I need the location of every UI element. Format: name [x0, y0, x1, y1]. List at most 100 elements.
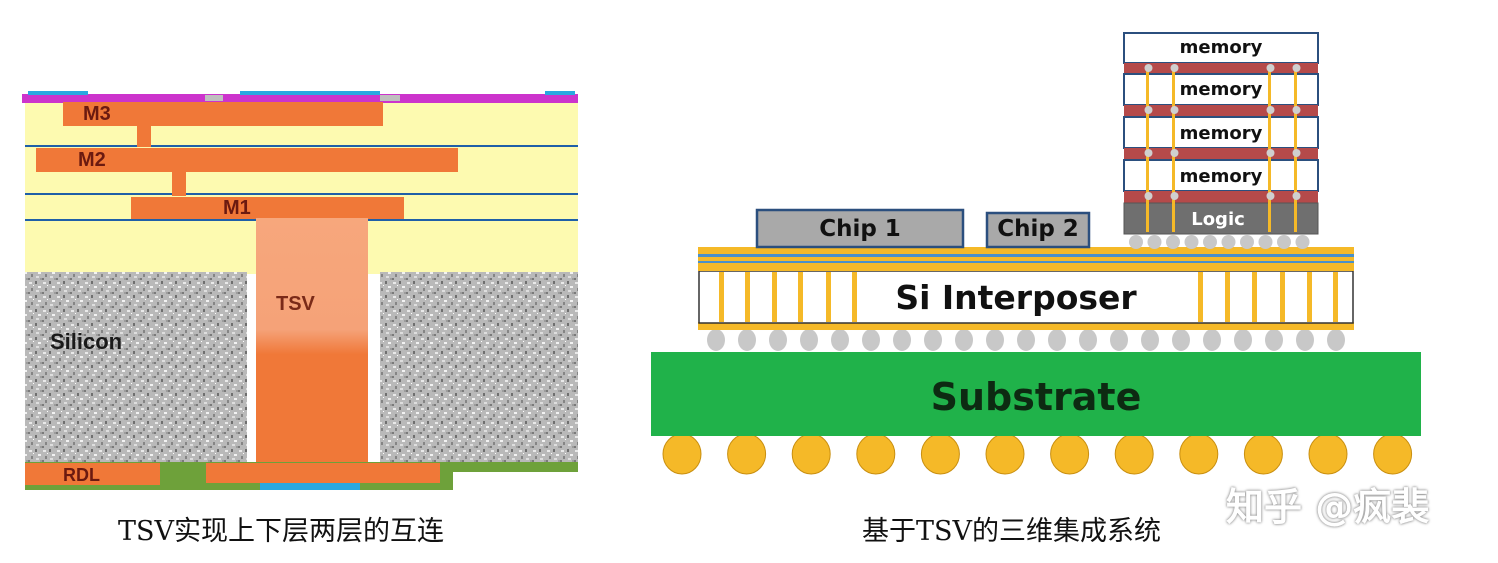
c4-bump — [955, 329, 973, 351]
c4-bump — [1234, 329, 1252, 351]
si-interposer-label: Si Interposer — [895, 278, 1137, 317]
solder-ball — [1114, 433, 1154, 475]
hbm-microbump — [1266, 64, 1275, 72]
via-m3-m2 — [137, 125, 151, 147]
interposer-top-gold3 — [698, 263, 1354, 271]
interposer-top-rdl — [698, 247, 1354, 254]
c4-bump — [831, 329, 849, 351]
c4-bump — [1141, 329, 1159, 351]
c4-bump — [738, 329, 756, 351]
hbm-microbump — [1144, 64, 1153, 72]
interposer-top-blue2 — [698, 261, 1354, 263]
c4-bump — [1017, 329, 1035, 351]
tsv-label: TSV — [276, 293, 316, 315]
hbm-microbump — [1292, 192, 1301, 200]
logic-label: Logic — [1191, 209, 1245, 230]
underfill-layer — [1124, 63, 1318, 74]
hbm-microbump — [1144, 192, 1153, 200]
hbm-microbump — [1144, 106, 1153, 114]
memory-die-3 — [1123, 116, 1319, 149]
hbm-microbump — [1170, 192, 1179, 200]
substrate-label: Substrate — [931, 375, 1142, 419]
top-gray-pad — [380, 95, 400, 101]
chip-2-label: Chip 2 — [997, 216, 1079, 242]
interposer-top-gold2 — [698, 257, 1354, 261]
m1-layer — [131, 197, 404, 219]
silicon-left — [25, 272, 247, 464]
c4-bump — [1048, 329, 1066, 351]
interposer-tsv — [798, 272, 803, 322]
solder-ball — [1308, 433, 1348, 475]
c4-bump — [1265, 329, 1283, 351]
hbm-microbump — [1292, 106, 1301, 114]
logic-die — [1123, 202, 1319, 235]
solder-ball — [1050, 433, 1090, 475]
micro-bump — [1221, 235, 1236, 249]
watermark-text: 知乎 @疯裴 — [1226, 485, 1430, 529]
silicon-label: Silicon — [50, 329, 122, 354]
micro-bump — [1240, 235, 1254, 249]
chip-2 — [985, 211, 1091, 249]
memory-die-4 — [1123, 159, 1319, 192]
interposer-tsv — [1225, 272, 1230, 322]
interposer-tsv — [1307, 272, 1312, 322]
chip-1 — [755, 208, 965, 249]
silicon-right — [380, 272, 578, 464]
tsv-pillar — [256, 218, 368, 466]
interposer-tsv — [1333, 272, 1338, 322]
interposer-tsv — [772, 272, 777, 322]
hbm-microbump — [1266, 149, 1275, 157]
underfill-layer — [1124, 105, 1318, 117]
micro-bump — [1203, 235, 1217, 249]
memory-label-3: memory — [1180, 123, 1263, 144]
rdl-pad-left — [25, 463, 160, 485]
memory-label-4: memory — [1180, 166, 1263, 187]
micro-bump — [1258, 235, 1273, 249]
rdl-pad-right — [206, 463, 440, 483]
c4-bump — [1203, 329, 1221, 351]
solder-ball — [1373, 433, 1413, 475]
m2-label: M2 — [78, 149, 106, 171]
substrate-solder-balls — [662, 433, 1413, 475]
solder-ball — [856, 433, 896, 475]
bottom-cyan-pad — [260, 483, 360, 490]
hbm-microbump — [1170, 106, 1179, 114]
c4-bump — [986, 329, 1004, 351]
hbm-microbump — [1266, 192, 1275, 200]
hbm-microbumps — [1144, 64, 1301, 200]
hbm-microbump — [1170, 149, 1179, 157]
right-caption: 基于TSV的三维集成系统 — [862, 516, 1162, 547]
3d-integration-system: Substrate Si Interposer Chip 1 Chip 2 me… — [651, 32, 1421, 475]
hbm-tsv — [1268, 66, 1271, 232]
micro-bump — [1277, 235, 1291, 249]
memory-die-2 — [1123, 73, 1319, 106]
interposer-tsv — [1198, 272, 1203, 322]
chip-1-label: Chip 1 — [819, 216, 901, 242]
interposer-bumps — [707, 329, 1345, 351]
interposer-tsv — [852, 272, 857, 322]
solder-ball — [1243, 433, 1283, 475]
top-cyan-pad — [28, 91, 88, 95]
logic-bumps — [1129, 235, 1310, 249]
hbm-tsvs — [1146, 66, 1297, 232]
hbm-microbump — [1292, 149, 1301, 157]
c4-bump — [893, 329, 911, 351]
top-cyan-pad — [545, 91, 575, 95]
hbm-microbump — [1292, 64, 1301, 72]
micro-bump — [1129, 235, 1143, 249]
solder-ball — [985, 433, 1025, 475]
hbm-microbump — [1144, 149, 1153, 157]
hbm-stack: memory memory memory memory Logic — [1123, 32, 1319, 235]
memory-label-1: memory — [1180, 37, 1263, 58]
c4-bump — [707, 329, 725, 351]
interposer-tsv — [1280, 272, 1285, 322]
micro-bump — [1184, 235, 1199, 249]
interposer-tsvs — [719, 272, 1338, 322]
c4-bump — [1079, 329, 1097, 351]
m2-layer — [36, 148, 458, 172]
underfill-layer — [1124, 148, 1318, 160]
solder-ball — [791, 433, 831, 475]
c4-bump — [769, 329, 787, 351]
hbm-tsv — [1294, 66, 1297, 232]
